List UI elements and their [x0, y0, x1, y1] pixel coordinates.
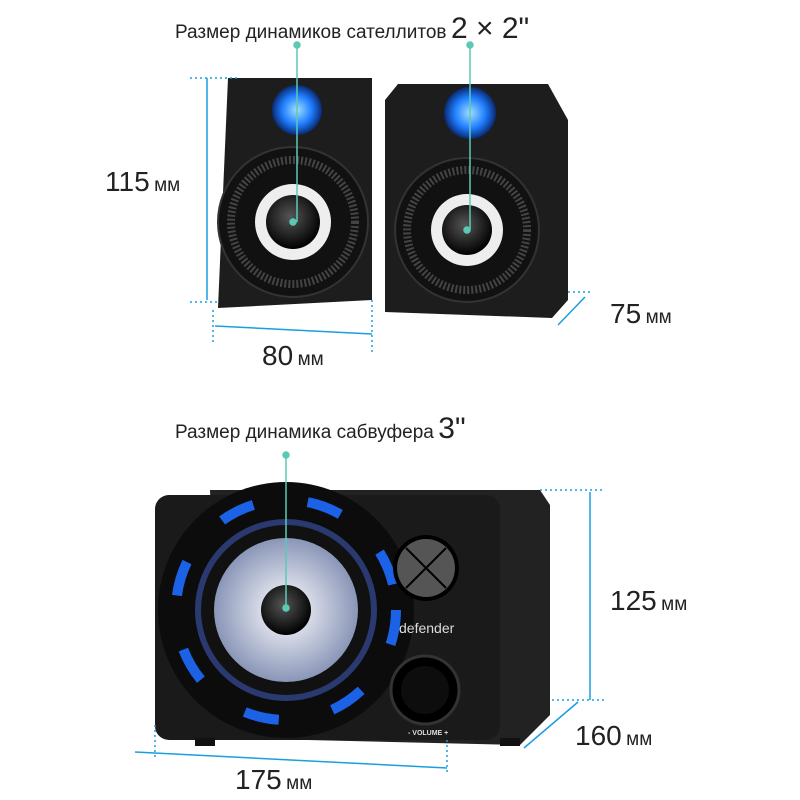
dimension-lines [134, 77, 605, 775]
dim-unit: мм [645, 307, 672, 328]
dim-value: 80 [262, 340, 294, 371]
left-satellite [217, 78, 372, 308]
brand-logo: defender [399, 620, 455, 636]
volume-label: - VOLUME + [408, 730, 449, 737]
caption-text: Размер динамика сабвуфера [175, 422, 434, 443]
pointer-lines [282, 41, 474, 612]
speaker-size: 2 × 2" [450, 12, 530, 45]
subwoofer-caption: Размер динамика сабвуфера 3" [175, 412, 466, 446]
dim-value: 75 [610, 298, 642, 329]
satellite-height-label: 115 мм [105, 166, 180, 198]
power-mode-button[interactable]: ⏻/M [416, 582, 434, 592]
dim-unit: мм [154, 175, 181, 196]
dim-unit: мм [626, 729, 653, 750]
dim-unit: мм [297, 349, 324, 370]
dim-unit: мм [661, 594, 688, 615]
play-pause-button[interactable]: ▶II [418, 544, 430, 554]
satellite-depth-label: 75 мм [610, 298, 672, 330]
subwoofer-width-label: 175 мм [235, 764, 312, 796]
caption-text: Размер динамиков сателлитов [175, 22, 447, 43]
next-button[interactable]: ▶▶I [434, 563, 451, 573]
subwoofer-height-label: 125 мм [610, 585, 687, 617]
dim-value: 115 [105, 166, 150, 197]
dim-value: 175 [235, 764, 282, 795]
speaker-size: 3" [438, 412, 466, 445]
dim-value: 160 [575, 720, 622, 751]
satellite-caption: Размер динамиков сателлитов 2 × 2" [175, 12, 529, 46]
subwoofer [155, 482, 550, 746]
satellite-width-label: 80 мм [262, 340, 324, 372]
dim-unit: мм [286, 773, 313, 794]
subwoofer-depth-label: 160 мм [575, 720, 652, 752]
dim-value: 125 [610, 585, 657, 616]
right-satellite [385, 84, 568, 318]
previous-button[interactable]: I◀◀ [398, 563, 415, 573]
